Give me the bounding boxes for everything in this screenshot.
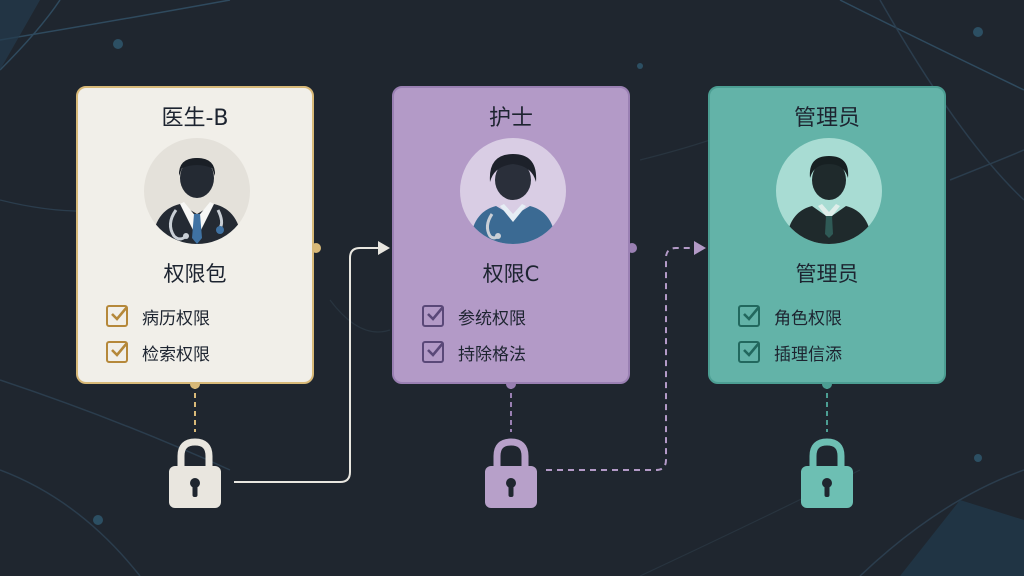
permission-item[interactable]: 参统权限 <box>422 298 526 334</box>
padlock-icon[interactable] <box>799 436 855 510</box>
permission-label: 病历权限 <box>142 308 210 329</box>
checkbox-checked-icon[interactable] <box>422 341 444 363</box>
checkbox-checked-icon[interactable] <box>738 305 760 327</box>
permission-item[interactable]: 插理信添 <box>738 334 842 370</box>
permission-item[interactable]: 病历权限 <box>106 298 210 334</box>
checkbox-checked-icon[interactable] <box>106 341 128 363</box>
permission-title: 管理员 <box>795 262 859 286</box>
permission-label: 角色权限 <box>774 308 842 329</box>
permission-list: 角色权限 插理信添 <box>738 298 842 370</box>
nurse-avatar-icon <box>460 138 566 244</box>
permission-label: 参统权限 <box>458 308 526 329</box>
role-title: 护士 <box>488 106 533 131</box>
padlock-icon[interactable] <box>167 436 223 510</box>
padlock-icon[interactable] <box>483 436 539 510</box>
permission-label: 检索权限 <box>142 344 210 365</box>
role-title: 管理员 <box>793 106 860 131</box>
role-card-admin[interactable]: 管理员 管理员 角色权限 插理信添 <box>708 86 946 384</box>
role-card-doctor[interactable]: 医生-B 权限包 病历权限 检索权限 <box>76 86 314 384</box>
checkbox-checked-icon[interactable] <box>422 305 444 327</box>
permission-item[interactable]: 角色权限 <box>738 298 842 334</box>
permission-item[interactable]: 检索权限 <box>106 334 210 370</box>
admin-avatar-icon <box>776 138 882 244</box>
permission-label: 持除格法 <box>458 344 526 365</box>
role-title: 医生-B <box>161 106 229 131</box>
permission-title: 权限包 <box>163 262 227 286</box>
checkbox-checked-icon[interactable] <box>106 305 128 327</box>
permission-item[interactable]: 持除格法 <box>422 334 526 370</box>
permission-label: 插理信添 <box>774 344 842 365</box>
doctor-avatar-icon <box>144 138 250 244</box>
permission-list: 病历权限 检索权限 <box>106 298 210 370</box>
checkbox-checked-icon[interactable] <box>738 341 760 363</box>
permission-title: 权限C <box>482 262 540 286</box>
permission-list: 参统权限 持除格法 <box>422 298 526 370</box>
role-card-nurse[interactable]: 护士 权限C 参统权限 持除格法 <box>392 86 630 384</box>
